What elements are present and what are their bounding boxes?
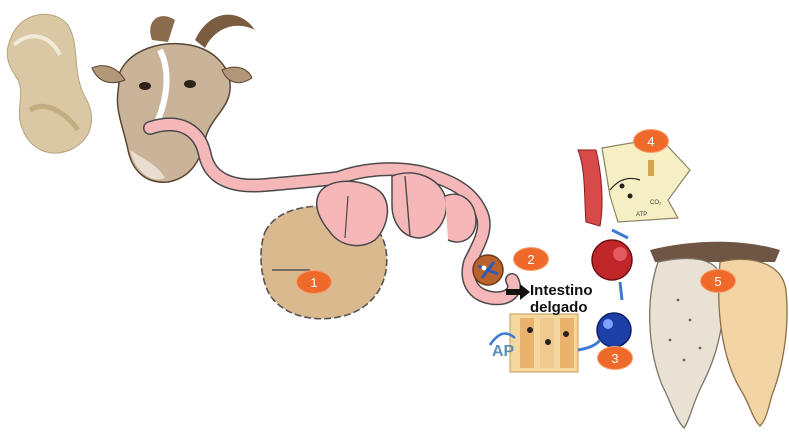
absorption-label: AP <box>492 343 514 360</box>
intestine-label-line2: delgado <box>530 299 593 316</box>
step-badge-5: 5 <box>701 270 735 292</box>
goat-head-icon <box>92 15 255 183</box>
red-cell-icon <box>592 240 632 300</box>
step-badge-2: 2 <box>514 248 548 270</box>
step-badge-4: 4 <box>634 130 668 152</box>
step-badge-1: 1 <box>297 271 331 293</box>
intestine-label: Intestino delgado <box>530 282 593 316</box>
atp-label: ATP <box>636 212 647 218</box>
co2-label: CO₂ <box>650 200 661 206</box>
step-badge-3: 3 <box>598 347 632 369</box>
liver-cell-panel <box>578 138 690 238</box>
intestine-label-line1: Intestino <box>530 282 593 299</box>
blood-cell-icon <box>578 313 631 350</box>
intestine-absorption-icon <box>473 255 503 285</box>
feed-bag-icon <box>7 14 91 153</box>
